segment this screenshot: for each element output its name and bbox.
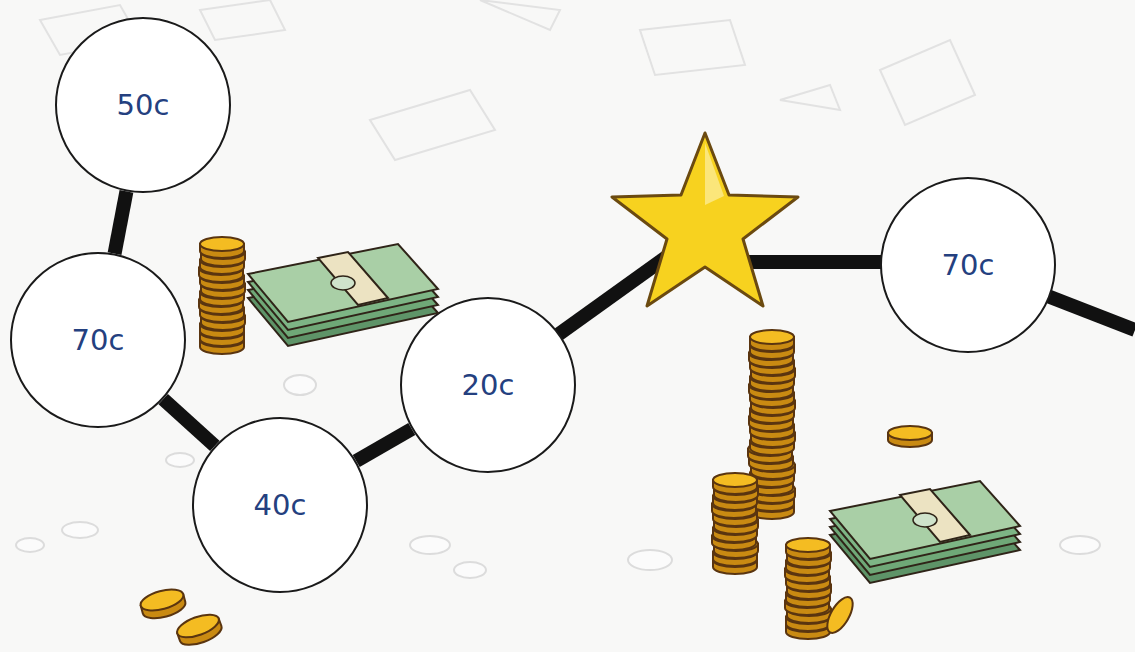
- faint-coin: [166, 453, 194, 467]
- faint-banknote: [480, 0, 560, 30]
- coin-stack: [748, 330, 795, 519]
- coin-value: 20c: [462, 368, 515, 402]
- path-connector: [356, 429, 412, 461]
- connector-line: [163, 399, 215, 446]
- star-highlight: [705, 143, 724, 205]
- coin-value: 50c: [117, 88, 170, 122]
- faint-coin: [454, 562, 486, 578]
- money-stack: [830, 481, 1020, 583]
- faint-banknote: [880, 40, 975, 125]
- value-circle: 50c: [55, 17, 231, 193]
- connector-line: [115, 191, 127, 253]
- faint-coin: [62, 522, 98, 538]
- coin-stack: [199, 237, 245, 354]
- faint-coin: [628, 550, 672, 570]
- faint-banknote: [780, 85, 840, 110]
- value-circle: 40c: [192, 417, 368, 593]
- faint-banknote: [370, 90, 495, 160]
- faint-coin: [1060, 536, 1100, 554]
- value-circle: 70c: [880, 177, 1056, 353]
- path-connector: [163, 399, 215, 446]
- coin-stack: [785, 538, 831, 639]
- star-symbol: [612, 133, 798, 306]
- coin-stack: [712, 473, 758, 574]
- faint-banknote: [200, 0, 285, 40]
- faint-coin: [16, 538, 44, 552]
- coin-pair: [138, 586, 224, 650]
- faint-coin: [410, 536, 450, 554]
- connector-line: [356, 429, 412, 461]
- single-coin: [888, 426, 932, 447]
- leaning-coin: [822, 593, 858, 637]
- coin-value: 70c: [72, 323, 125, 357]
- faint-coin: [284, 375, 316, 395]
- value-circle: 70c: [10, 252, 186, 428]
- coin-value: 40c: [254, 488, 307, 522]
- faint-banknote: [640, 20, 745, 75]
- coin-value: 70c: [942, 248, 995, 282]
- path-connector: [115, 191, 127, 253]
- value-circle: 20c: [400, 297, 576, 473]
- money-stack: [248, 244, 438, 346]
